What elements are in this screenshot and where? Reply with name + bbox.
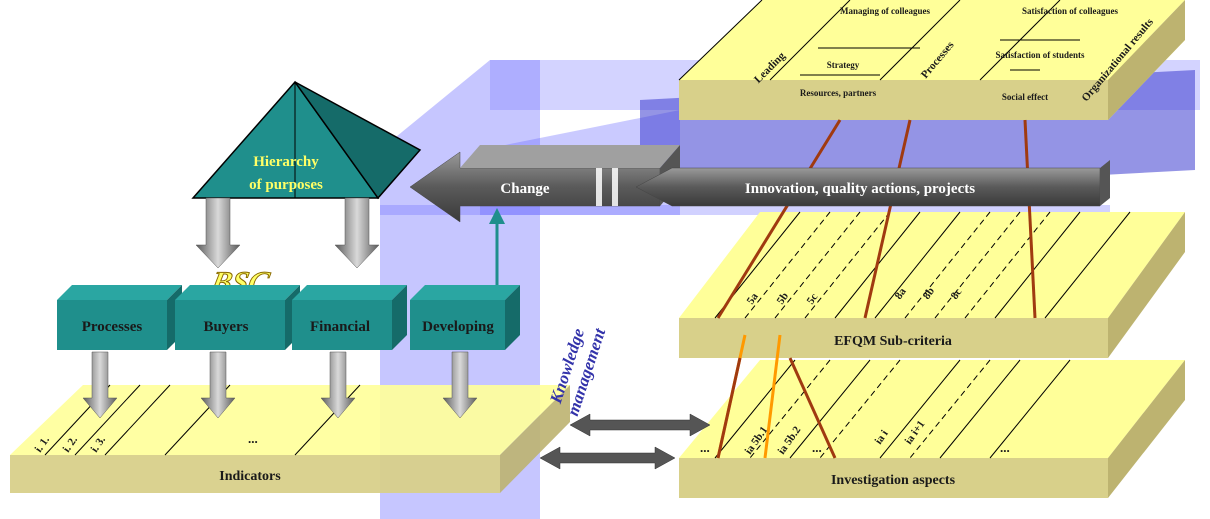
- social-effect-label: Social effect: [1002, 92, 1048, 102]
- perspective-processes-label: Processes: [82, 319, 143, 335]
- efqm-model-plate: Managing of colleagues Strategy Resource…: [678, 0, 1185, 120]
- innovation-label: Innovation, quality actions, projects: [745, 181, 975, 197]
- perspective-financial-label: Financial: [310, 319, 370, 335]
- perspective-financial: Financial: [292, 285, 407, 350]
- indicators-title: Indicators: [219, 469, 281, 484]
- managing-colleagues-label: Managing of colleagues: [840, 6, 930, 16]
- perspective-developing-label: Developing: [422, 319, 494, 335]
- hierarchy-pyramid: Hierarchy of purposes: [191, 80, 422, 200]
- efqm-subcriteria-title: EFQM Sub-criteria: [834, 334, 952, 349]
- indicators-plate: i. 1. i. 2. i. 3. ... Indicators: [10, 384, 570, 493]
- investigation-ellipsis-left: ...: [700, 440, 710, 455]
- efqm-subcriteria-plate: 5a 5b 5c 8a 8b 8c EFQM Sub-criteria: [679, 211, 1185, 358]
- change-arrow: Change: [409, 145, 680, 223]
- satisfaction-students-label: Satisfaction of students: [995, 50, 1085, 60]
- pyramid-down-arrows: [195, 197, 380, 269]
- perspective-buyers-label: Buyers: [204, 319, 249, 335]
- strategy-label: Strategy: [827, 60, 860, 70]
- investigation-plate: ia 5b.1 ia 5b.2 ia i ia i+1 ... ... ... …: [679, 359, 1185, 498]
- satisfaction-colleagues-label: Satisfaction of colleagues: [1022, 6, 1118, 16]
- subcriterion-8b: 8b: [921, 285, 937, 301]
- knowledge-exchange-arrows: [539, 413, 711, 470]
- indicator-down-arrows: [82, 351, 478, 419]
- subcriterion-5b: 5b: [775, 290, 791, 306]
- perspective-buyers: Buyers: [175, 285, 300, 350]
- innovation-arrow: Innovation, quality actions, projects: [635, 160, 1110, 207]
- perspective-processes: Processes: [57, 285, 182, 350]
- hierarchy-line1: Hierarchy: [253, 154, 319, 170]
- perspective-developing: Developing: [410, 285, 520, 350]
- investigation-title: Investigation aspects: [831, 473, 956, 488]
- hierarchy-line2: of purposes: [249, 177, 323, 193]
- criteria-connectors: [716, 119, 1037, 459]
- knowledge-management: Knowledge management: [546, 325, 610, 418]
- perspective-boxes: Processes Buyers Financial Developing: [57, 285, 520, 350]
- indicators-ellipsis: ...: [248, 431, 258, 446]
- developing-to-change-arrow: [489, 208, 505, 285]
- resources-partners-label: Resources, partners: [800, 88, 877, 98]
- investigation-ellipsis-right: ...: [1000, 440, 1010, 455]
- investigation-ellipsis-mid: ...: [812, 440, 822, 455]
- change-label: Change: [500, 181, 550, 197]
